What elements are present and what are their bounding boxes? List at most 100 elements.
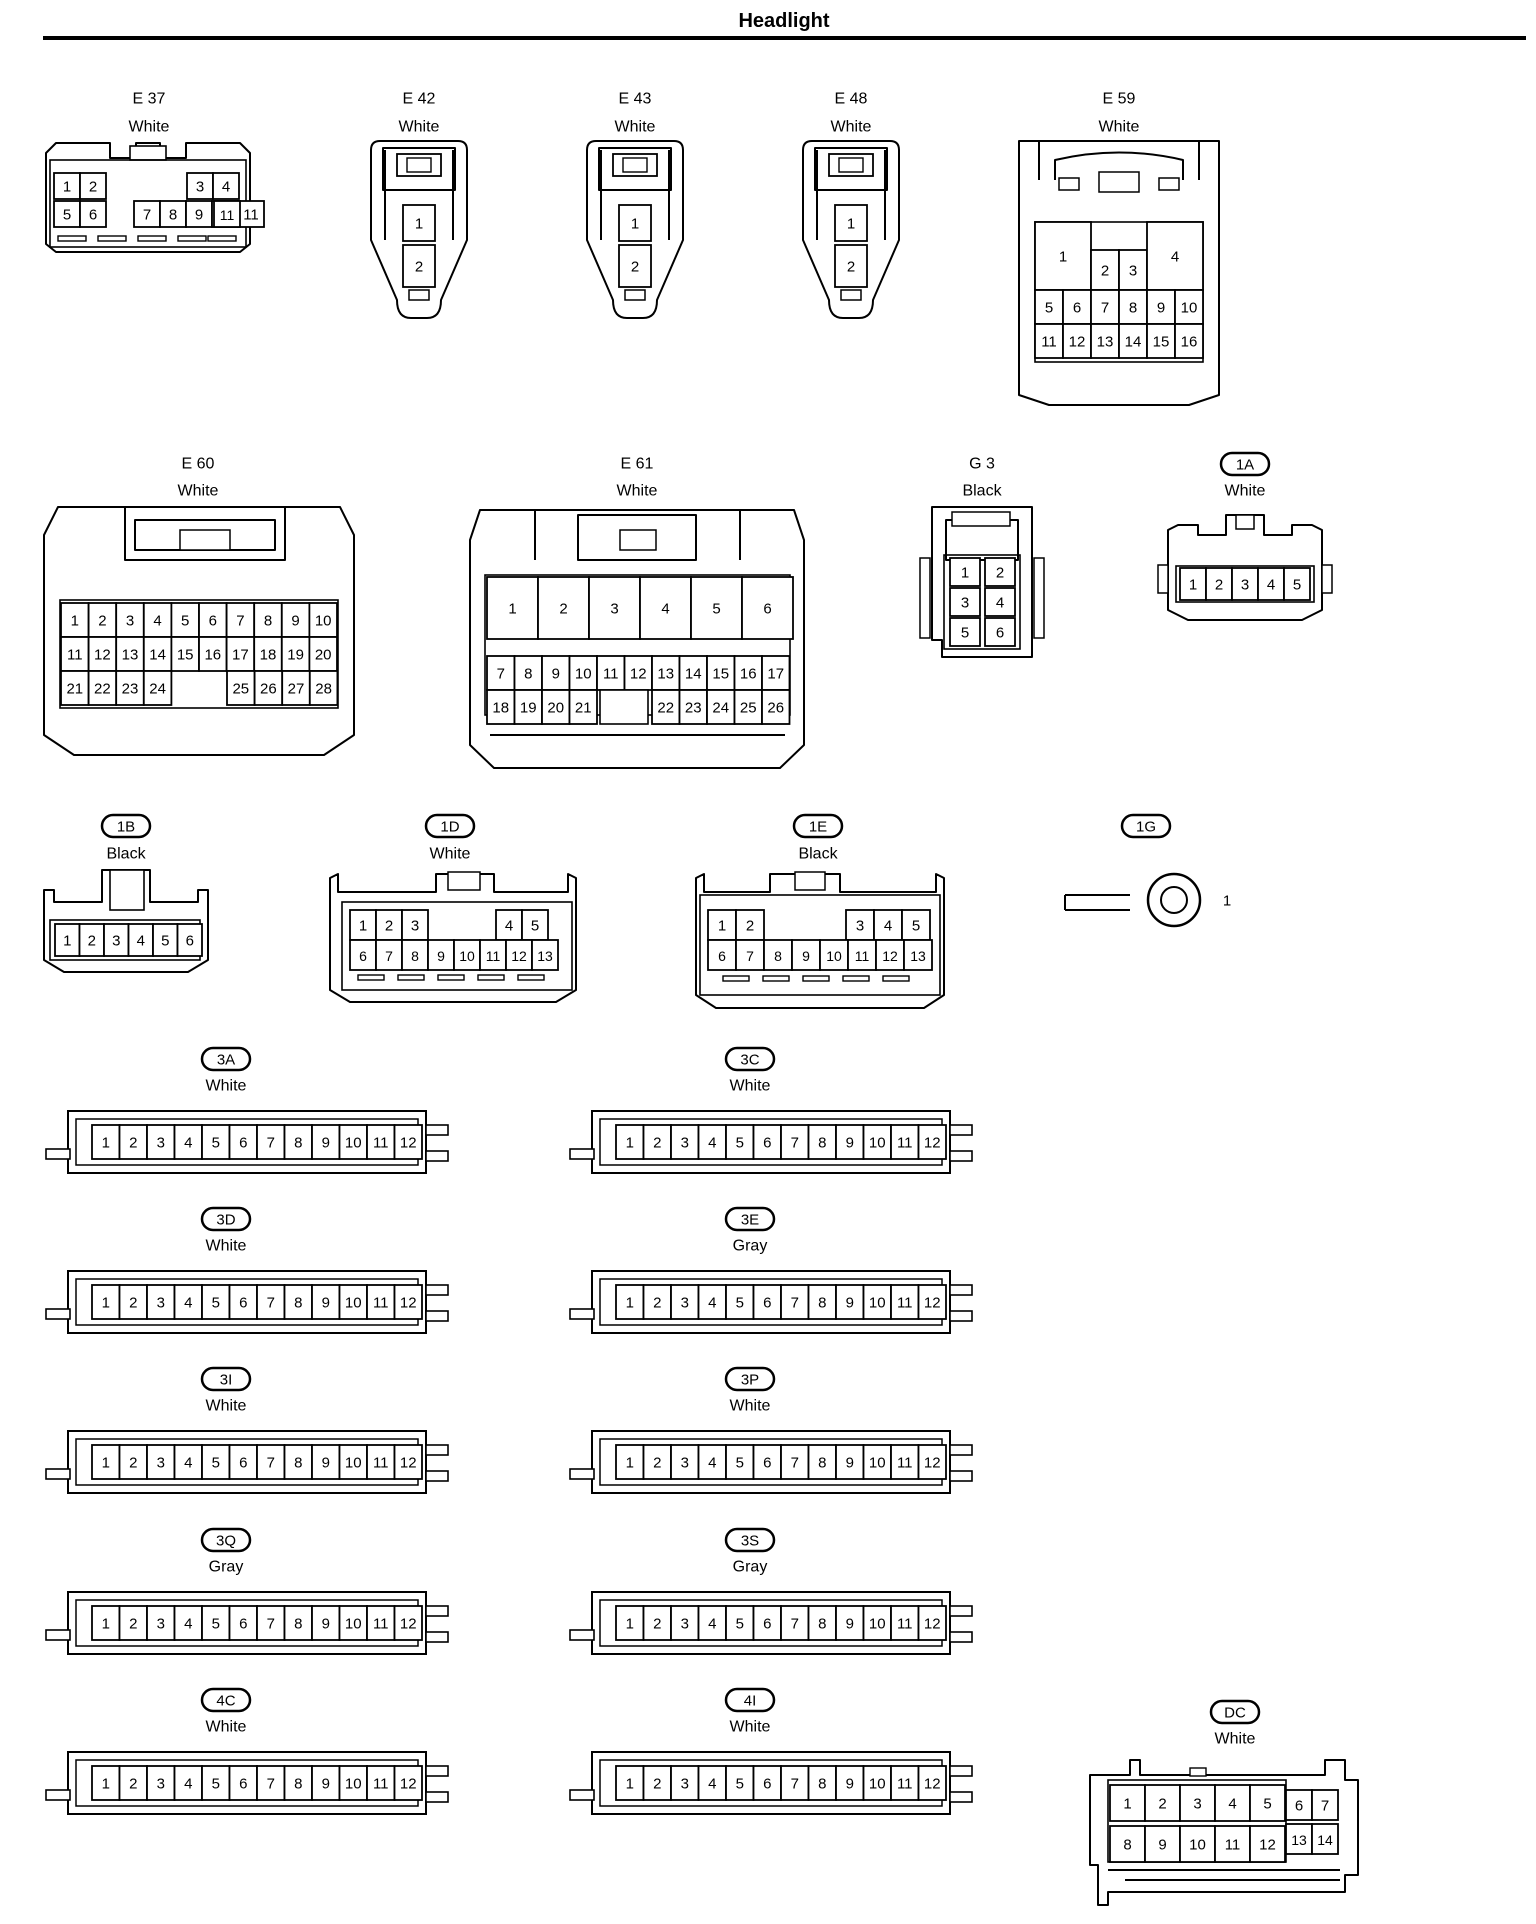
pin-number: 1 (847, 216, 855, 233)
pin-cell (142, 602, 173, 638)
pin-number: 9 (1158, 1837, 1166, 1854)
connector-color: White (831, 119, 872, 136)
pin-number: 2 (415, 259, 423, 276)
pin-number: 4 (996, 595, 1004, 612)
pin-cell (173, 1444, 203, 1480)
pin-number: 23 (122, 681, 139, 698)
pin-number: 18 (260, 647, 277, 664)
pin-number: 12 (924, 1616, 941, 1633)
pin-cell (146, 1765, 176, 1801)
pin-number: 9 (846, 1455, 854, 1472)
pin-number: 6 (239, 1776, 247, 1793)
pin-cell (917, 1605, 947, 1641)
pin-cell (256, 1765, 286, 1801)
pin-number: 1 (1123, 1796, 1131, 1813)
pin-number: 6 (1295, 1798, 1303, 1815)
pin-cell (618, 244, 652, 288)
pin-number: 8 (818, 1455, 826, 1472)
pin-number: 5 (1263, 1796, 1271, 1813)
pin-number: 13 (1291, 1832, 1307, 1848)
pin-number: 2 (88, 933, 96, 950)
connector-id: 3Q (216, 1533, 236, 1550)
pin-number: 20 (547, 700, 564, 717)
pin-cell (618, 204, 652, 242)
pin-cell (228, 1765, 258, 1801)
connector-color: White (430, 846, 471, 863)
pin-number: 22 (94, 681, 111, 698)
pin-number: 2 (129, 1455, 137, 1472)
pin-number: 4 (884, 918, 892, 935)
pin-number: 15 (177, 647, 194, 664)
pin-cell (642, 1284, 672, 1320)
connector-id: 1B (117, 819, 135, 836)
pin-number: 6 (763, 1135, 771, 1152)
pin-number: 15 (712, 666, 729, 683)
pin-cell (60, 670, 90, 706)
pin-number: 4 (708, 1455, 716, 1472)
pin-number: 3 (681, 1455, 689, 1472)
connector-id: E 60 (182, 456, 215, 473)
connector-color: White (129, 119, 170, 136)
pin-cell (1257, 567, 1285, 601)
pin-number: 3 (1193, 1796, 1201, 1813)
pin-number: 9 (195, 207, 203, 224)
pin-number: 2 (89, 179, 97, 196)
pin-cell (780, 1284, 810, 1320)
pin-cell (393, 1124, 423, 1160)
connector-id: 1A (1236, 457, 1254, 474)
pin-number: 6 (763, 1616, 771, 1633)
pin-number: 12 (400, 1135, 417, 1152)
pin-cell (752, 1605, 782, 1641)
pin-cell (115, 670, 145, 706)
connector-id: E 43 (619, 91, 652, 108)
pin-number: 11 (243, 207, 259, 224)
pin-cell (623, 655, 653, 691)
pin-number: 5 (212, 1295, 220, 1312)
pin-cell (338, 1284, 368, 1320)
pin-cell (819, 939, 849, 971)
pin-cell (1179, 1784, 1216, 1822)
connector-color: White (1225, 483, 1266, 500)
pin-number: 19 (520, 700, 537, 717)
pin-number: 6 (239, 1616, 247, 1633)
pin-cell (903, 939, 933, 971)
connector-badge (424, 813, 476, 839)
pin-cell (127, 923, 154, 957)
pin-cell (670, 1765, 700, 1801)
pin-cell (401, 939, 429, 971)
pin-cell (228, 1444, 258, 1480)
pin-cell (917, 1765, 947, 1801)
pin-cell (118, 1605, 148, 1641)
pin-number: 7 (1321, 1798, 1329, 1815)
connector-badge (792, 813, 844, 839)
pin-number: 3 (610, 601, 618, 618)
connector-id: 3S (741, 1533, 759, 1550)
connector-color: White (730, 1719, 771, 1736)
pin-cell (103, 923, 130, 957)
pin-number: 9 (1157, 300, 1165, 317)
pin-number: 5 (736, 1616, 744, 1633)
pin-number: 6 (186, 933, 194, 950)
pin-cell (917, 1124, 947, 1160)
pin-number: 12 (400, 1455, 417, 1472)
pin-cell (670, 1124, 700, 1160)
pin-number: 11 (1225, 1837, 1241, 1854)
pin-number: 1 (102, 1135, 110, 1152)
pin-cell (642, 1765, 672, 1801)
pin-number: 12 (924, 1455, 941, 1472)
pin-number: 10 (826, 948, 842, 964)
pin-number: 7 (267, 1295, 275, 1312)
connector-e37: E 37White123456789101111 (45, 91, 265, 253)
pin-cell (1285, 1789, 1313, 1821)
pin-number: 8 (294, 1295, 302, 1312)
pin-cell (393, 1444, 423, 1480)
pin-cell (780, 1765, 810, 1801)
pin-number: 3 (961, 595, 969, 612)
pin-number: 5 (912, 918, 920, 935)
pin-cell (281, 670, 311, 706)
pin-cell (495, 909, 523, 941)
pin-number: 2 (847, 259, 855, 276)
pin-number: 10 (869, 1135, 886, 1152)
